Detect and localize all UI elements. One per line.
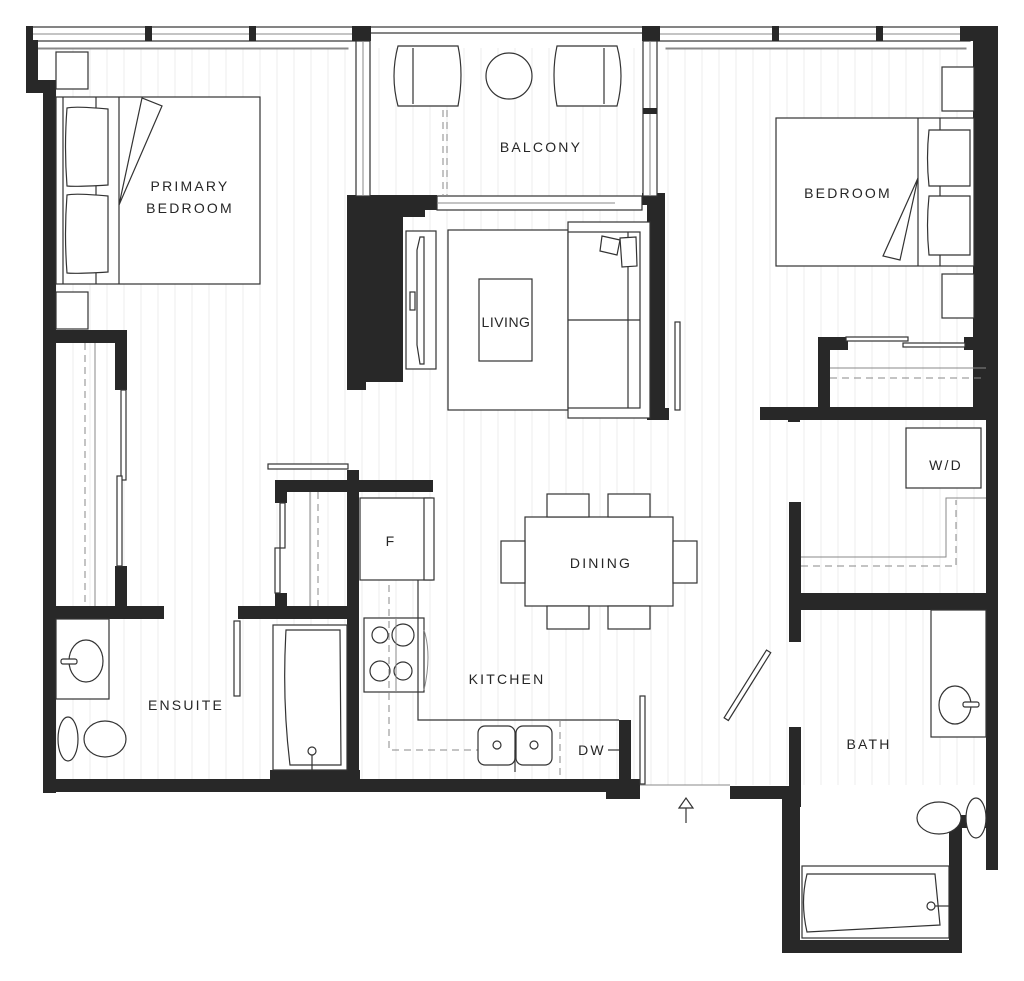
room-label-bedroom: BEDROOM — [804, 185, 892, 201]
room-label-kitchen: KITCHEN — [469, 671, 546, 687]
bath-fixtures — [801, 609, 987, 939]
kitchen-fixtures — [359, 497, 619, 779]
primary-bed — [55, 51, 261, 330]
room-labels: PRIMARY BEDROOM BALCONY LIVING BEDROOM D… — [146, 139, 963, 758]
fixture-label-washer-dryer: W/D — [929, 457, 963, 473]
entry-door — [639, 649, 772, 786]
dining-set — [500, 493, 698, 630]
fixture-label-dishwasher: DW — [578, 742, 606, 758]
room-label-bath: BATH — [846, 736, 891, 752]
walls — [26, 26, 998, 953]
laundry — [801, 427, 986, 567]
room-label-primary-bedroom-1: PRIMARY — [151, 178, 230, 194]
balcony-frame — [355, 40, 658, 211]
bedroom-bed — [775, 66, 986, 379]
room-label-living: LIVING — [482, 314, 531, 330]
room-label-balcony: BALCONY — [500, 139, 582, 155]
entry-arrow-icon — [677, 796, 695, 823]
room-label-dining: DINING — [570, 555, 632, 571]
ensuite-fixtures — [55, 463, 349, 771]
living-furniture — [405, 221, 681, 419]
window-strips — [29, 26, 971, 50]
primary-closet — [84, 343, 127, 606]
room-label-primary-bedroom-2: BEDROOM — [146, 200, 234, 216]
fixture-label-fridge: F — [386, 533, 397, 549]
room-label-ensuite: ENSUITE — [148, 697, 224, 713]
balcony-furniture — [393, 45, 622, 107]
